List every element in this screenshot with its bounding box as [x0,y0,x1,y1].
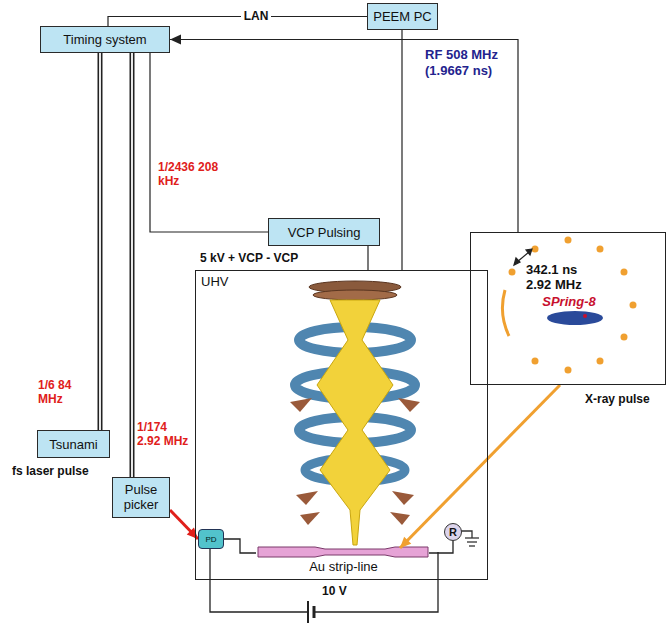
storage-ring [503,237,637,374]
process-box: Timing system [40,26,170,53]
node-text: Tsunami [49,437,97,452]
node-text: VCP Pulsing [288,225,361,240]
node-text: R [449,526,457,538]
connector [132,53,133,477]
strip-line: Au strip-line [256,547,431,579]
node-text: PD [205,535,216,544]
connector [100,53,101,430]
ground-symbol [461,531,479,546]
node-text: UHV [201,274,228,289]
connector [368,246,369,270]
process-box: Pulse picker [112,477,170,518]
connector-line [429,541,453,553]
annotation: fs laser pulse [12,464,112,478]
connector-line [130,53,135,477]
arrowhead [400,537,411,548]
connector-line [150,53,268,232]
connector-line [170,40,518,233]
connector-line [401,30,402,270]
connector [170,35,518,233]
connector-line [224,539,256,553]
node-text: Pulse picker [117,483,165,513]
annotation: 10 V [322,584,372,598]
connector [150,53,268,232]
connector [108,17,367,27]
node-text: Timing system [63,32,146,47]
connector-line [400,385,560,548]
arrowhead [170,35,181,45]
connector-line [98,53,103,430]
connector-line [108,17,367,27]
strip-line [258,547,428,557]
connector-line [170,510,198,539]
synchrotron-panel: 342.1 ns 2.92 MHzSPring-8 [470,232,666,385]
node-text: PEEM PC [373,9,432,24]
edge-label: X-ray pulse [585,392,670,406]
connector-line [131,53,133,477]
connector [402,30,403,270]
connector [429,541,453,553]
arrowhead [187,528,198,539]
edge-label: 1/6 84 MHz [38,378,94,407]
node-text: 342.1 ns 2.92 MHz [526,263,584,293]
edge-label: 1/2436 208 kHz [158,160,220,189]
node-text: SPring-8 [529,294,609,309]
vacuum-chamber: UHV Au strip-line R PD [195,270,488,580]
edge-label: 5 kV + VCP - VCP [200,251,360,265]
peem-column [290,281,420,545]
edge-label: 1/174 2.92 MHz [137,420,193,449]
connector-line [367,246,368,270]
connector [170,510,198,539]
connector [400,385,560,548]
node-text: Au strip-line [256,559,431,574]
resistor-symbol: R [444,523,462,541]
connector-line [99,53,101,430]
edge-label: RF 508 MHz (1.9667 ns) [425,47,513,78]
laser-box: Tsunami [37,430,110,458]
photodiode: PD [198,529,224,549]
process-box: VCP Pulsing [268,218,380,246]
edge-label: LAN [241,9,271,23]
process-box: PEEM PC [367,3,438,30]
connector [224,539,256,553]
battery-circuit [210,548,438,623]
